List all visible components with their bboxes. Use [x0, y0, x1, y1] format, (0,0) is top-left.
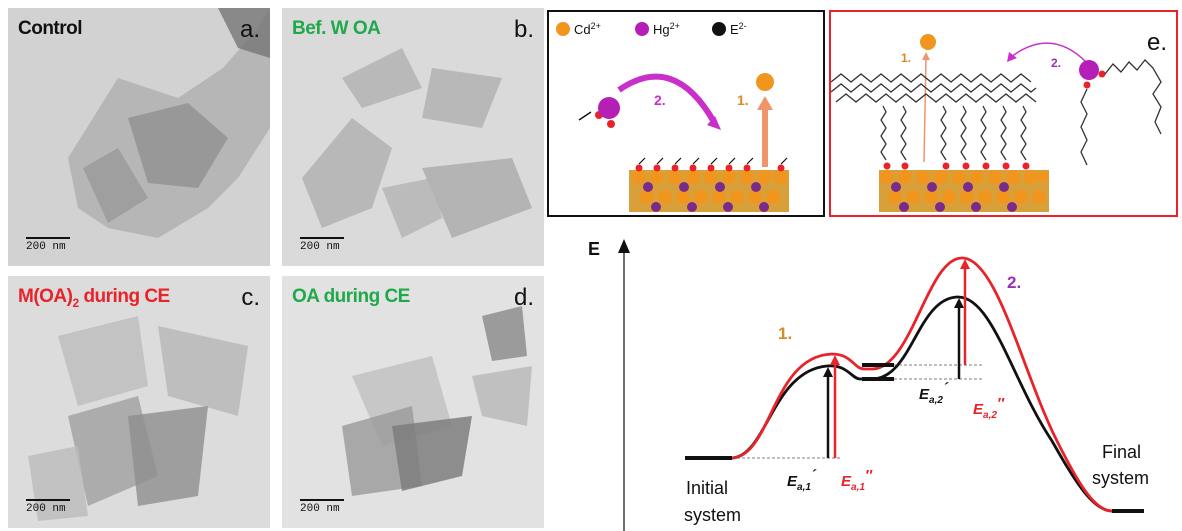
scheme-svg-oleic: e. 1. 2. [830, 29, 1167, 212]
exchange-arrow-2 [617, 73, 717, 124]
ea2-prime-label: Ea,2´ [919, 380, 949, 406]
energy-axis-label: E [588, 239, 600, 259]
panel-letter-d: d. [513, 284, 534, 311]
tem-label-b: Bef. W OA [292, 18, 381, 39]
tem-image-b [282, 8, 544, 266]
exchange-arrow-2-e [1010, 42, 1087, 63]
ea1-dprime-label: Ea,1″ [841, 467, 873, 493]
cd-ion-icon-e [920, 34, 936, 50]
scheme-svg-bare: Cd2+ Hg2+ E2- 2. 1. [556, 21, 789, 212]
final-system-label-2: system [1092, 468, 1149, 488]
step-label-2-e: 2. [1051, 56, 1061, 70]
tem-panel-d: OA during CE d. 200 nm [282, 276, 544, 528]
scale-bar-b: 200 nm [300, 237, 344, 253]
ea2-dprime-label: Ea,2″ [973, 395, 1005, 421]
cd-legend-icon [556, 22, 570, 36]
energy-step-label-1: 1. [778, 324, 792, 343]
tem-label-a: Control [18, 18, 83, 39]
scale-bar-a: 200 nm [26, 237, 70, 253]
panel-letter-e: e. [1147, 29, 1167, 56]
panel-letter-b: b. [513, 16, 534, 43]
tem-image-a [8, 8, 270, 266]
hg-legend-label: Hg2+ [653, 21, 680, 37]
tem-panel-b: Bef. W OA b. 200 nm [282, 8, 544, 266]
tem-label-d: OA during CE [292, 286, 410, 307]
tem-panel-a: Control a. 200 nm [8, 8, 270, 266]
energy-axis-arrowhead [618, 239, 630, 253]
scale-bar-d: 200 nm [300, 499, 344, 515]
step-label-1-e: 1. [901, 51, 911, 65]
panel-letter-a: a. [239, 16, 260, 43]
energy-diagram: E 1. 2. Ea,1´ Ea,1″ Ea,2´ Ea,2″ Initial … [588, 239, 1149, 531]
final-system-label-1: Final [1102, 442, 1141, 462]
energy-step-label-2: 2. [1007, 273, 1021, 292]
e-legend-label: E2- [730, 21, 747, 37]
tem-image-d [282, 276, 544, 528]
hg-legend-icon [635, 22, 649, 36]
energy-path-red [685, 256, 1144, 513]
panel-letter-c: c. [241, 284, 260, 311]
ea1-prime-label: Ea,1´ [787, 467, 817, 493]
step-label-2: 2. [654, 92, 666, 108]
tem-image-c [8, 276, 270, 528]
tem-panel-c: M(OA)2 during CE c. 200 nm [8, 276, 270, 528]
cd-release-arrow-e [923, 56, 927, 163]
cd-ion-icon [756, 73, 774, 91]
nanoplatelet-slab [629, 157, 789, 212]
scheme-panel-oleic: e. 1. 2. [829, 10, 1178, 217]
hg-ion-icon [598, 97, 620, 119]
nanoplatelet-slab-e [879, 162, 1049, 212]
tem-label-c: M(OA)2 during CE [18, 286, 170, 310]
energy-path-black [685, 295, 1144, 513]
e-legend-icon [712, 22, 726, 36]
cd-legend-label: Cd2+ [574, 21, 601, 37]
initial-system-label-1: Initial [686, 478, 728, 498]
initial-system-label-2: system [684, 505, 741, 525]
step-label-1: 1. [737, 92, 749, 108]
hg-ion-icon-e [1079, 60, 1099, 80]
scale-bar-c: 200 nm [26, 499, 70, 515]
scheme-panel-bare: Cd2+ Hg2+ E2- 2. 1. [547, 10, 825, 217]
